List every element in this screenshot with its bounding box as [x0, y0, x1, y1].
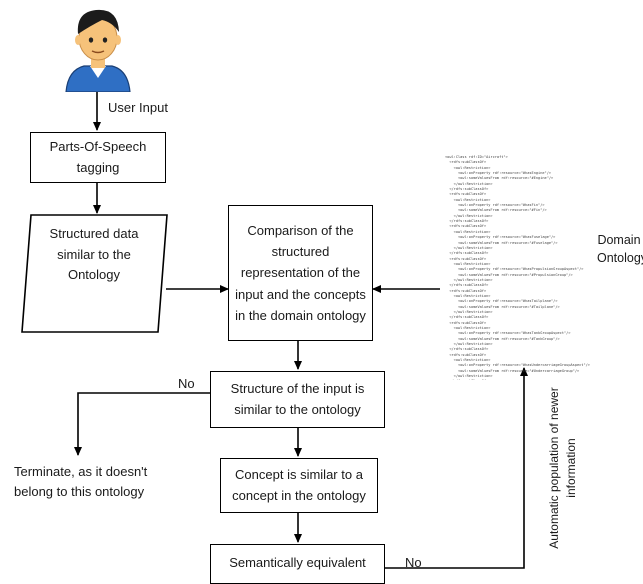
ontology-xml-line: </rdfs:subClassOf> — [445, 283, 489, 288]
arrow-no-to-terminate — [74, 392, 210, 456]
ontology-xml-line: </owl:Restriction> — [445, 245, 493, 250]
ontology-xml-line: <rdfs:subClassOf> — [445, 256, 487, 261]
ontology-xml-line: <rdfs:subClassOf> — [445, 192, 487, 197]
ontology-xml-line: <rdfs:subClassOf> — [445, 352, 487, 357]
ontology-xml-line: <owl:Restriction> — [445, 293, 491, 298]
ontology-xml-line: </owl:Restriction> — [445, 374, 493, 379]
structured-data-text: Structured data similar to the Ontology — [49, 226, 139, 283]
structured-data-shape — [21, 214, 168, 333]
ontology-xml-line: <owl:onProperty rdf:resource="#hasPropul… — [445, 267, 584, 272]
structure-similar-box: Structure of the input is similar to the… — [210, 371, 385, 428]
ontology-xml-line: <owl:onProperty rdf:resource="#hasFin"/> — [445, 203, 545, 208]
ontology-xml-line: <owl:onProperty rdf:resource="#hasFusela… — [445, 235, 556, 240]
ontology-xml-line: <owl:Restriction> — [445, 197, 491, 202]
pos-tagging-text: Parts-Of-Speech tagging — [49, 139, 147, 175]
ontology-xml-line: <owl:someValuesFrom rdf:resource="#Fusel… — [445, 240, 558, 245]
ontology-xml-line: <owl:Restriction> — [445, 358, 491, 363]
arrow-no-to-ontology — [385, 367, 528, 569]
ontology-xml-line: </rdfs:subClassOf> — [445, 251, 489, 256]
ontology-xml-line: <rdfs:subClassOf> — [445, 288, 487, 293]
ontology-xml-snippet: <owl:Class rdf:ID="Aircraft"> <rdfs:subC… — [445, 155, 615, 380]
comparison-text: Comparison of the structured representat… — [235, 223, 366, 323]
ontology-xml-line: <owl:onProperty rdf:resource="#hasTailpl… — [445, 299, 558, 304]
user-avatar-icon — [65, 9, 131, 92]
pos-tagging-box: Parts-Of-Speech tagging — [30, 132, 166, 183]
ontology-xml-line: </rdfs:subClassOf> — [445, 379, 615, 380]
ontology-xml-line: <owl:someValuesFrom rdf:resource="#Tailp… — [445, 304, 560, 309]
concept-similar-box: Concept is similar to a concept in the o… — [220, 458, 378, 513]
semantically-equivalent-text: Semantically equivalent — [229, 555, 366, 570]
ontology-xml-line: <owl:someValuesFrom rdf:resource="#TankG… — [445, 336, 560, 341]
ontology-xml-line: <owl:someValuesFrom rdf:resource="#Engin… — [445, 176, 554, 181]
ontology-xml-line: </owl:Restriction> — [445, 342, 493, 347]
ontology-xml-line: <owl:Restriction> — [445, 261, 491, 266]
ontology-xml-line: <owl:someValuesFrom rdf:resource="#Propu… — [445, 272, 573, 277]
ontology-xml-line: <owl:Restriction> — [445, 326, 491, 330]
terminate-text: Terminate, as it doesn't belong to this … — [14, 464, 148, 500]
ontology-xml-line: <owl:Restriction> — [445, 165, 491, 170]
ontology-xml-line: <owl:someValuesFrom rdf:resource="#Under… — [445, 368, 580, 373]
concept-similar-text: Concept is similar to a concept in the o… — [232, 467, 366, 503]
no-label-structure: No — [178, 376, 195, 391]
ontology-xml-line: </rdfs:subClassOf> — [445, 315, 489, 320]
domain-ontology-label: Domain Ontology — [597, 233, 643, 265]
ontology-xml-line: </owl:Restriction> — [445, 181, 493, 186]
auto-population-label: Automatic population of newer informatio… — [547, 387, 579, 549]
user-input-label: User Input — [108, 100, 168, 115]
ontology-xml-line: <rdfs:subClassOf> — [445, 224, 487, 229]
ontology-xml-line: <rdfs:subClassOf> — [445, 160, 487, 165]
ontology-xml-line: <owl:onProperty rdf:resource="#hasEngine… — [445, 171, 552, 176]
ontology-xml-line: </owl:Restriction> — [445, 309, 493, 314]
semantically-equivalent-box: Semantically equivalent — [210, 544, 385, 584]
ontology-xml-line: </rdfs:subClassOf> — [445, 219, 489, 224]
ontology-xml-line: <owl:onProperty rdf:resource="#hasUnderc… — [445, 363, 590, 368]
ontology-xml-line: </rdfs:subClassOf> — [445, 187, 489, 192]
ontology-xml-line: </owl:Restriction> — [445, 277, 493, 282]
ontology-xml-line: <owl:someValuesFrom rdf:resource="#Fin"/… — [445, 208, 547, 213]
ontology-xml-line: <rdfs:subClassOf> — [445, 320, 487, 325]
ontology-xml-line: <owl:Restriction> — [445, 229, 491, 234]
no-label-semantic: No — [405, 555, 422, 570]
ontology-xml-line: <owl:Class rdf:ID="Aircraft"> — [445, 155, 508, 159]
ontology-xml-line: </owl:Restriction> — [445, 213, 493, 218]
ontology-xml-line: <owl:onProperty rdf:resource="#hasTankGr… — [445, 331, 571, 336]
ontology-xml-line: </rdfs:subClassOf> — [445, 347, 489, 352]
structure-similar-text: Structure of the input is similar to the… — [230, 381, 365, 417]
comparison-box: Comparison of the structured representat… — [228, 205, 373, 341]
